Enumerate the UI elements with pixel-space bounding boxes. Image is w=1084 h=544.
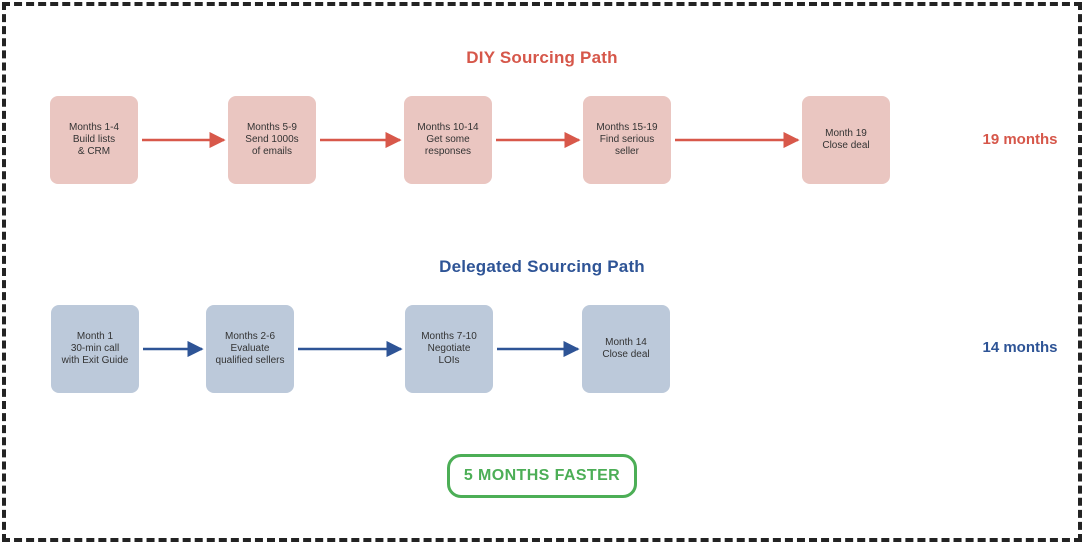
diy-step-4: Months 15-19 Find serious seller bbox=[583, 96, 671, 184]
diy-step-1: Months 1-4 Build lists & CRM bbox=[50, 96, 138, 184]
diy-path-title: DIY Sourcing Path bbox=[466, 48, 618, 67]
diy-step-2: Months 5-9 Send 1000s of emails bbox=[228, 96, 316, 184]
delegated-step-4: Month 14 Close deal bbox=[582, 305, 670, 393]
delegated-path-title: Delegated Sourcing Path bbox=[439, 257, 645, 276]
delegated-step-1: Month 1 30-min call with Exit Guide bbox=[51, 305, 139, 393]
months-faster-badge: 5 MONTHS FASTER bbox=[447, 454, 637, 498]
delegated-duration-label: 14 months bbox=[982, 339, 1058, 356]
delegated-step-2: Months 2-6 Evaluate qualified sellers bbox=[206, 305, 294, 393]
diy-step-3: Months 10-14 Get some responses bbox=[404, 96, 492, 184]
delegated-step-3: Months 7-10 Negotiate LOIs bbox=[405, 305, 493, 393]
diy-duration-label: 19 months bbox=[982, 131, 1058, 148]
diy-step-5: Month 19 Close deal bbox=[802, 96, 890, 184]
